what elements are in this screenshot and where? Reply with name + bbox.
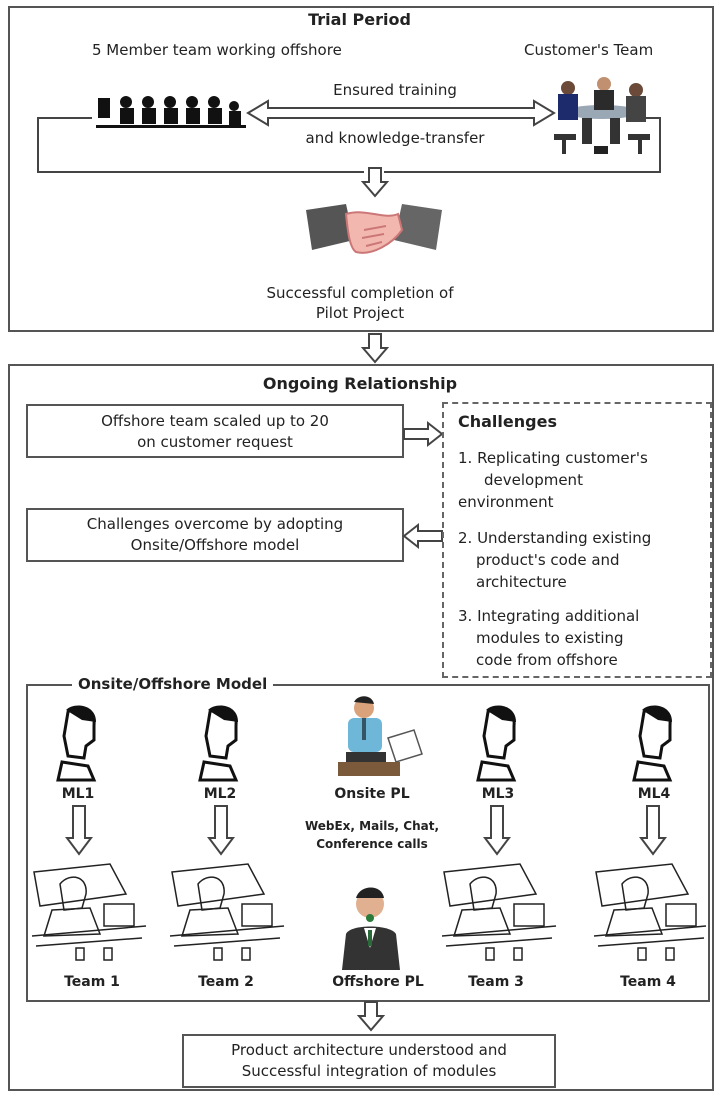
challenge-3-line2: modules to existing [476, 629, 624, 647]
training-label-line1: Ensured training [333, 81, 457, 99]
onsite-pl-icon [338, 696, 423, 776]
training-double-arrow [246, 99, 556, 127]
arrow-down-icon [639, 805, 667, 856]
challenges-box [442, 402, 712, 678]
scaled-up-line1: Offshore team scaled up to 20 [101, 412, 329, 430]
manager-head-icon [198, 705, 239, 782]
challenge-2-line2: product's code and [476, 551, 620, 569]
manager-head-icon [476, 705, 517, 782]
result-line2: Successful integration of modules [241, 1062, 497, 1080]
trial-period-panel [8, 6, 714, 332]
trial-loop-lines [37, 117, 661, 173]
arrow-down-icon [65, 805, 93, 856]
challenge-1-line3: environment [458, 493, 554, 511]
scaled-up-line2: on customer request [137, 433, 293, 451]
manager-label-ml1: ML1 [61, 786, 95, 802]
arrow-down-icon [483, 805, 511, 856]
offshore-team-label: 5 Member team working offshore [92, 41, 342, 59]
team-label-2: Team 2 [198, 974, 254, 990]
offshore-pl-label: Offshore PL [332, 974, 424, 990]
arrow-down-icon [360, 167, 390, 198]
customer-team-icon [554, 77, 650, 154]
manager-label-ml4: ML4 [637, 786, 671, 802]
challenge-2-line1: 2. Understanding existing [458, 529, 652, 547]
challenge-3-line1: 3. Integrating additional [458, 607, 640, 625]
team-label-4: Team 4 [620, 974, 676, 990]
challenge-3-line3: code from offshore [476, 651, 618, 669]
ongoing-relationship-title: Ongoing Relationship [262, 374, 458, 393]
offshore-pl-icon [342, 887, 400, 970]
team-workstation-icon [593, 863, 707, 961]
comm-line2: Conference calls [316, 837, 428, 851]
overcome-line2: Onsite/Offshore model [130, 536, 300, 554]
result-line1: Product architecture understood and [231, 1041, 507, 1059]
arrow-left-icon [402, 522, 443, 550]
manager-label-ml3: ML3 [481, 786, 515, 802]
arrow-down-icon [356, 1001, 386, 1032]
result-box [182, 1034, 556, 1088]
completion-line2: Pilot Project [315, 304, 405, 322]
challenge-2-line3: architecture [476, 573, 567, 591]
manager-label-ml2: ML2 [203, 786, 237, 802]
handshake-icon [306, 204, 442, 254]
customer-team-label: Customer's Team [524, 41, 654, 59]
manager-head-icon [632, 705, 673, 782]
challenge-1-line1: 1. Replicating customer's [458, 449, 648, 467]
manager-head-icon [56, 705, 97, 782]
team-workstation-icon [169, 863, 285, 961]
model-title: Onsite/Offshore Model [72, 674, 274, 694]
completion-line1: Successful completion of [266, 284, 454, 302]
arrow-down-icon [207, 805, 235, 856]
trial-period-title: Trial Period [308, 10, 411, 29]
ongoing-relationship-panel [8, 364, 714, 1091]
arrow-right-icon [403, 420, 444, 448]
team-label-1: Team 1 [64, 974, 120, 990]
challenges-title: Challenges [458, 412, 557, 431]
comm-line1: WebEx, Mails, Chat, [304, 819, 440, 833]
team-workstation-icon [31, 863, 147, 961]
team-workstation-icon [441, 863, 557, 961]
overcome-box [26, 508, 404, 562]
team-label-3: Team 3 [468, 974, 524, 990]
challenge-1-line2: development [484, 471, 583, 489]
arrow-down-icon [360, 333, 390, 364]
offshore-team-icon [96, 96, 246, 128]
overcome-line1: Challenges overcome by adopting [86, 515, 344, 533]
training-label-line2: and knowledge-transfer [305, 129, 485, 147]
onsite-pl-label: Onsite PL [334, 786, 410, 802]
